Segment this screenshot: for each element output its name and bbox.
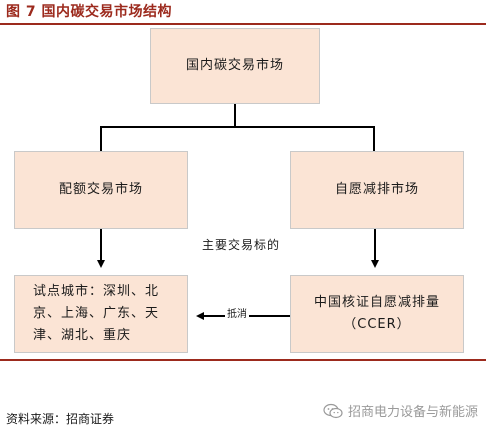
wechat-icon (323, 403, 343, 418)
figure-title: 图 7 国内碳交易市场结构 (6, 4, 172, 20)
node-domestic-carbon-market-label: 国内碳交易市场 (185, 58, 284, 73)
main-trading-targets-note: 主要交易标的 (202, 237, 281, 253)
title-divider (0, 23, 486, 25)
node-voluntary-reduction-market: 自愿减排市场 (290, 151, 464, 229)
node-domestic-carbon-market: 国内碳交易市场 (150, 28, 320, 104)
source-note: 资料来源：招商证券 (6, 412, 115, 426)
node-quota-trading-market-label: 配额交易市场 (58, 182, 143, 197)
watermark: 招商电力设备与新能源 (323, 401, 478, 420)
node-pilot-cities: 试点城市：深圳、北 京、上海、广东、天 津、湖北、重庆 (14, 275, 188, 353)
node-quota-trading-market: 配额交易市场 (14, 151, 188, 229)
offset-label: 抵消 (225, 307, 249, 323)
node-voluntary-reduction-market-label: 自愿减排市场 (334, 182, 419, 197)
node-ccer: 中国核证自愿减排量 （CCER） (290, 275, 464, 353)
node-pilot-cities-label: 试点城市：深圳、北 京、上海、广东、天 津、湖北、重庆 (33, 284, 160, 343)
node-ccer-label: 中国核证自愿减排量 （CCER） (313, 295, 440, 332)
watermark-text: 招商电力设备与新能源 (347, 405, 478, 420)
bottom-divider (0, 359, 486, 361)
